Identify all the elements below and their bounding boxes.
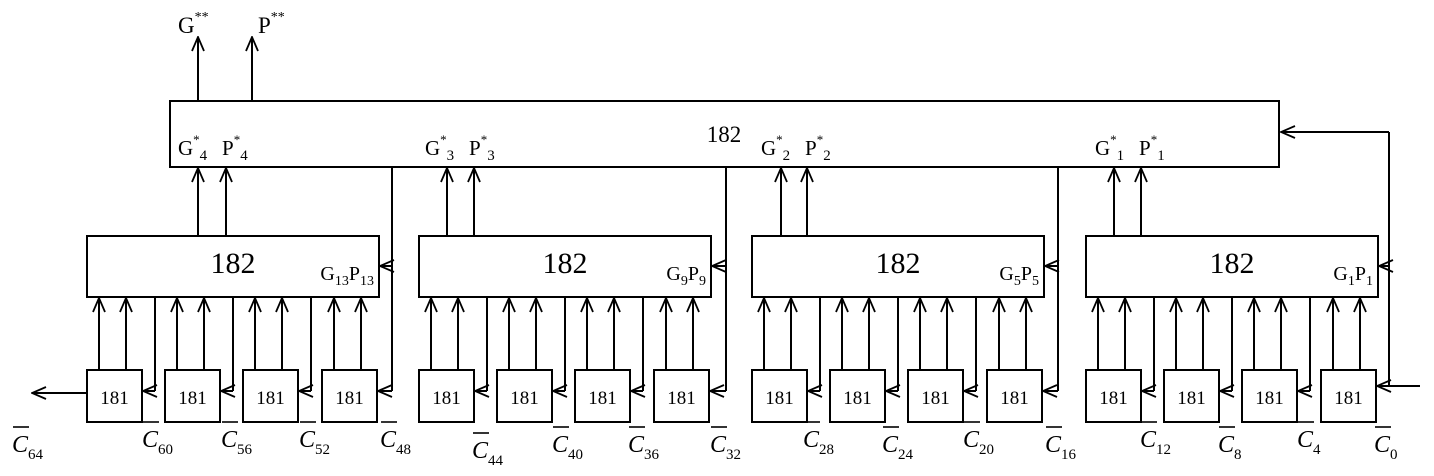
carry-label-c60: C60 (142, 427, 173, 458)
group-g-star-label-3: G*3 (425, 132, 454, 164)
leaf-block-label-7: 181 (588, 388, 617, 409)
carry-label-c64: C64 (12, 432, 44, 463)
group-g-star-label-2: G*2 (761, 132, 790, 164)
group-p-star-label-1: P*1 (1139, 132, 1165, 164)
leaf-block-6 (496, 369, 553, 423)
mid-block-gp-label-4: G1P1 (1333, 263, 1373, 289)
carry-label-c40: C40 (552, 432, 583, 463)
carry-label-c56: C56 (221, 427, 253, 458)
leaf-block-12 (986, 369, 1043, 423)
top-lookahead-block (169, 100, 1280, 168)
group-g-star-label-4: G*4 (178, 132, 208, 164)
leaf-block-label-10: 181 (843, 388, 872, 409)
leaf-block-5 (418, 369, 475, 423)
group-p-star-label-3: P*3 (469, 132, 495, 164)
leaf-block-label-9: 181 (765, 388, 794, 409)
mid-block-label-4: 182 (1210, 247, 1255, 280)
carry-label-c28: C28 (803, 427, 834, 458)
carry-label-c36: C36 (628, 432, 660, 463)
top-block-label: 182 (707, 122, 742, 147)
leaf-block-2 (164, 369, 221, 423)
group-g-star-label-1: G*1 (1095, 132, 1124, 164)
leaf-block-label-5: 181 (432, 388, 461, 409)
leaf-block-label-6: 181 (510, 388, 539, 409)
group-p-star-label-4: P*4 (222, 132, 248, 164)
carry-label-c44: C44 (472, 438, 504, 469)
carry-label-c16: C16 (1045, 432, 1077, 463)
leaf-block-1 (86, 369, 143, 423)
mid-lookahead-block-3 (751, 235, 1045, 298)
leaf-block-label-1: 181 (100, 388, 129, 409)
leaf-block-16 (1320, 369, 1377, 423)
carry-label-c32: C32 (710, 432, 741, 463)
leaf-block-label-11: 181 (921, 388, 950, 409)
mid-block-gp-label-2: G9P9 (666, 263, 706, 289)
leaf-block-label-16: 181 (1334, 388, 1363, 409)
carry-label-c0: C0 (1374, 432, 1398, 463)
carry-label-c24: C24 (882, 432, 914, 463)
leaf-block-label-3: 181 (256, 388, 285, 409)
mid-block-gp-label-1: G13P13 (320, 263, 374, 289)
leaf-block-label-4: 181 (335, 388, 364, 409)
group-p-star-label-2: P*2 (805, 132, 831, 164)
leaf-block-label-12: 181 (1000, 388, 1029, 409)
leaf-block-4 (321, 369, 378, 423)
carry-label-c4: C4 (1297, 427, 1321, 458)
mid-block-gp-label-3: G5P5 (999, 263, 1039, 289)
leaf-block-11 (907, 369, 964, 423)
leaf-block-8 (653, 369, 710, 423)
leaf-block-label-2: 181 (178, 388, 207, 409)
leaf-block-10 (829, 369, 886, 423)
carry-label-c48: C48 (380, 427, 411, 458)
leaf-block-label-15: 181 (1255, 388, 1284, 409)
carry-label-c52: C52 (299, 427, 330, 458)
mid-lookahead-block-4 (1085, 235, 1379, 298)
mid-block-label-1: 182 (211, 247, 256, 280)
leaf-block-label-14: 181 (1177, 388, 1206, 409)
p-star-star-label: P** (258, 10, 285, 38)
carry-label-c8: C8 (1218, 432, 1242, 463)
leaf-block-label-8: 181 (667, 388, 696, 409)
g-star-star-label: G** (178, 10, 209, 38)
carry-label-c12: C12 (1140, 427, 1171, 458)
leaf-block-14 (1163, 369, 1220, 423)
mid-block-label-3: 182 (876, 247, 921, 280)
mid-block-label-2: 182 (543, 247, 588, 280)
leaf-block-7 (574, 369, 631, 423)
leaf-block-label-13: 181 (1099, 388, 1128, 409)
carry-label-c20: C20 (963, 427, 994, 458)
